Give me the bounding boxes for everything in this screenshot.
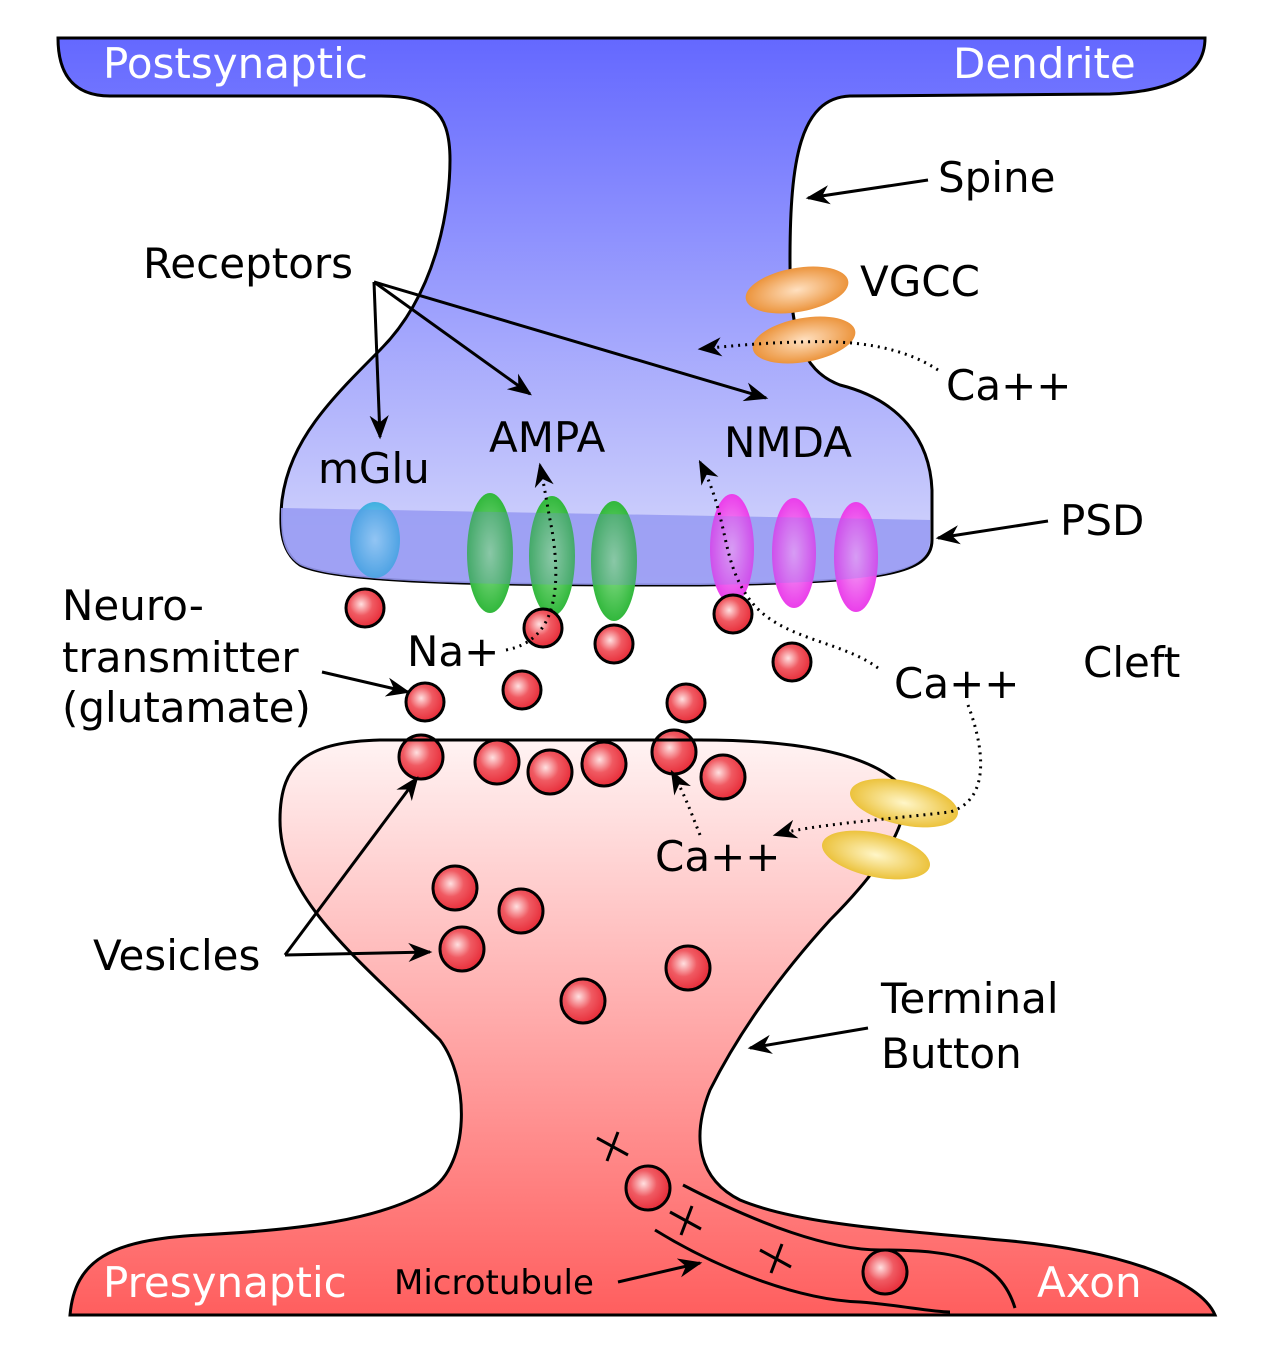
spine-label: Spine xyxy=(938,153,1055,202)
glutamate-molecule xyxy=(665,682,707,724)
vesicle xyxy=(559,977,607,1025)
ca-presynaptic-flow-path xyxy=(772,704,983,839)
glutamate-molecule xyxy=(501,669,543,711)
nmda-label: NMDA xyxy=(724,418,852,467)
pointer-arrows xyxy=(283,178,1049,1284)
vesicles-arrow-free xyxy=(284,942,433,963)
vgcc-label: VGCC xyxy=(860,257,980,306)
vesicle xyxy=(526,748,574,796)
neurotransmitter-molecules xyxy=(344,587,813,724)
vesicle xyxy=(473,738,521,786)
mglu-label: mGlu xyxy=(318,444,430,493)
vesicles-arrow-docked xyxy=(283,776,419,956)
nmda-receptor-3 xyxy=(834,502,878,612)
glutamate-molecule xyxy=(344,587,386,629)
neurotransmitter-arrow xyxy=(321,670,411,697)
ampa-receptor-3 xyxy=(591,501,637,621)
na-label: Na+ xyxy=(407,627,499,676)
psd-arrow xyxy=(935,519,1049,545)
presynaptic-terminal xyxy=(68,738,1218,1317)
microtubule-arrow xyxy=(617,1258,703,1284)
cleft-label: Cleft xyxy=(1083,638,1180,687)
vesicle xyxy=(431,864,479,912)
spine-arrow xyxy=(805,178,929,205)
ion-flow-paths xyxy=(505,337,983,839)
vesicles-label: Vesicles xyxy=(93,931,260,980)
receptors-arrow-nmda xyxy=(373,280,769,402)
neurotransmitter-label-line1: Neuro- xyxy=(62,581,204,630)
postsynaptic-dendrite xyxy=(56,36,1207,587)
vesicle xyxy=(650,728,698,776)
ampa-label: AMPA xyxy=(489,413,606,462)
psd-label: PSD xyxy=(1060,496,1144,545)
receptors-arrow-mglu xyxy=(369,281,389,440)
receptors-label: Receptors xyxy=(143,239,353,288)
glutamate-molecule xyxy=(771,641,813,683)
vesicle xyxy=(664,944,712,992)
presynaptic-label: Presynaptic xyxy=(103,1258,347,1307)
na-flow-path xyxy=(505,462,558,652)
receptors-arrow-ampa xyxy=(373,280,532,396)
neurotransmitter-label-line2: transmitter xyxy=(62,633,299,682)
vesicle xyxy=(624,1164,672,1212)
docked-vesicles xyxy=(397,728,909,1296)
ca-terminal-label: Ca++ xyxy=(655,832,780,881)
vgcc-channel-bottom xyxy=(752,316,856,364)
ca-cleft-label: Ca++ xyxy=(894,659,1019,708)
presynaptic-ca-channel-bottom xyxy=(822,830,930,880)
glutamate-molecule xyxy=(712,593,754,635)
ca-spine-label: Ca++ xyxy=(946,361,1071,410)
terminal-button-label-line1: Terminal xyxy=(880,974,1059,1023)
vgcc-channel-top xyxy=(745,266,849,314)
neurotransmitter-label-line3: (glutamate) xyxy=(62,683,311,732)
ampa-receptor-1 xyxy=(467,493,513,613)
vesicle xyxy=(397,733,445,781)
glutamate-molecule xyxy=(404,681,446,723)
nmda-receptor-2 xyxy=(772,498,816,608)
microtubule-lines xyxy=(654,1183,1017,1314)
microtubule-label: Microtubule xyxy=(394,1263,594,1303)
vesicle xyxy=(580,740,628,788)
vesicle xyxy=(861,1248,909,1296)
vesicle xyxy=(438,925,486,973)
motor-proteins xyxy=(596,1131,792,1274)
postsynaptic-label: Postsynaptic xyxy=(103,39,368,88)
ampa-receptor-2 xyxy=(529,496,575,616)
terminal-button-label-line2: Button xyxy=(881,1029,1022,1078)
mglu-receptor xyxy=(350,502,400,578)
glutamate-molecule xyxy=(593,623,635,665)
terminal-button-arrow xyxy=(747,1026,869,1054)
axon-label: Axon xyxy=(1037,1258,1142,1307)
dendrite-label: Dendrite xyxy=(953,39,1136,88)
ca-release-flow-path xyxy=(670,769,702,836)
vesicle xyxy=(699,753,747,801)
vesicle xyxy=(497,887,545,935)
